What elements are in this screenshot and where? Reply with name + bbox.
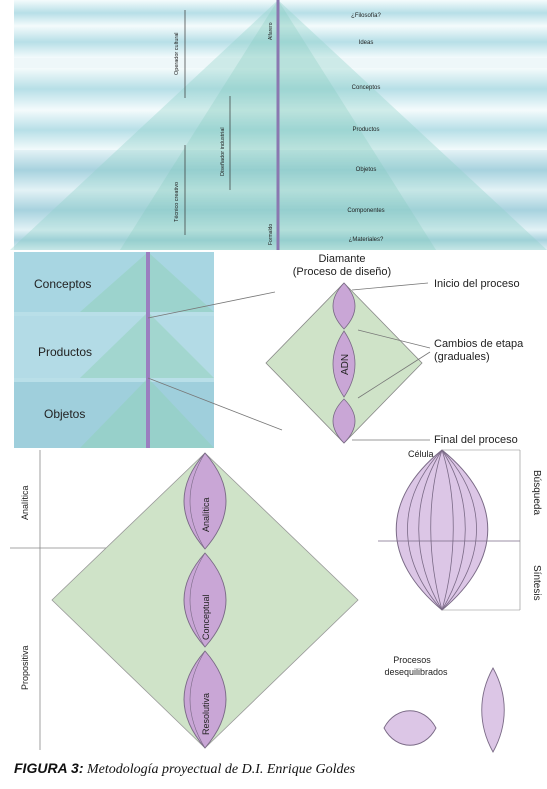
pyramid-level-label: Conceptos bbox=[352, 85, 381, 91]
large-diamond: Analítica Propositiva Analítica Conceptu… bbox=[10, 450, 359, 750]
zoom-panel: Conceptos Productos Objetos bbox=[14, 252, 283, 448]
zoom-level-label: Objetos bbox=[44, 407, 85, 421]
zoom-level-label: Conceptos bbox=[34, 277, 91, 291]
unbalanced-label: desequilibrados bbox=[384, 667, 448, 677]
pyramid-level-label: Productos bbox=[352, 127, 379, 133]
callout-end: Final del proceso bbox=[434, 434, 518, 446]
stage-label: Conceptual bbox=[201, 594, 211, 640]
side-label: Analítica bbox=[20, 485, 30, 520]
pyramid-level-label: ¿Filosofía? bbox=[351, 13, 381, 19]
pyramid-level-label: ¿Materiales? bbox=[349, 237, 384, 243]
stage-label: Analítica bbox=[201, 497, 211, 532]
side-label: Propositiva bbox=[20, 645, 30, 690]
cell-title: Célula bbox=[408, 449, 434, 459]
callout-changes-sub: (graduales) bbox=[434, 351, 490, 363]
pyramid-level-label: Ideas bbox=[359, 40, 374, 46]
design-process-diamond: Diamante (Proceso de diseño) ADN Inicio … bbox=[265, 253, 524, 446]
cell-diagram: Célula Búsqueda Síntesis bbox=[378, 449, 542, 611]
role-label: Operador cultural bbox=[174, 33, 180, 76]
figure-caption: FIGURA 3: Metodología proyectual de D.I.… bbox=[14, 760, 355, 778]
role-label: Formaldo bbox=[268, 224, 274, 245]
callout-changes: Cambios de etapa bbox=[434, 338, 524, 350]
cell-side-label: Búsqueda bbox=[531, 470, 542, 515]
role-label: Técnico creativo bbox=[174, 182, 180, 222]
role-label: Diseñador industrial bbox=[220, 127, 226, 176]
zoom-level-label: Productos bbox=[38, 345, 92, 359]
diamond-title: Diamante bbox=[318, 253, 365, 265]
pyramid-panel: ¿Filosofía? Ideas Conceptos Productos Ob… bbox=[10, 0, 547, 250]
stage-label: Resolutiva bbox=[201, 693, 211, 735]
role-label: Alfarero bbox=[268, 22, 274, 40]
diamond-subtitle: (Proceso de diseño) bbox=[293, 266, 391, 278]
unbalanced-processes: Procesos desequilibrados bbox=[383, 655, 505, 753]
callout-start: Inicio del proceso bbox=[434, 278, 520, 290]
unbalanced-label: Procesos bbox=[393, 655, 431, 665]
pyramid-level-label: Objetos bbox=[356, 167, 377, 173]
caption-label: FIGURA 3: bbox=[14, 760, 84, 776]
pyramid-level-label: Componentes bbox=[347, 208, 384, 214]
caption-text: Metodología proyectual de D.I. Enrique G… bbox=[83, 762, 356, 777]
cell-side-label: Síntesis bbox=[531, 565, 542, 601]
dna-label: ADN bbox=[340, 354, 351, 375]
